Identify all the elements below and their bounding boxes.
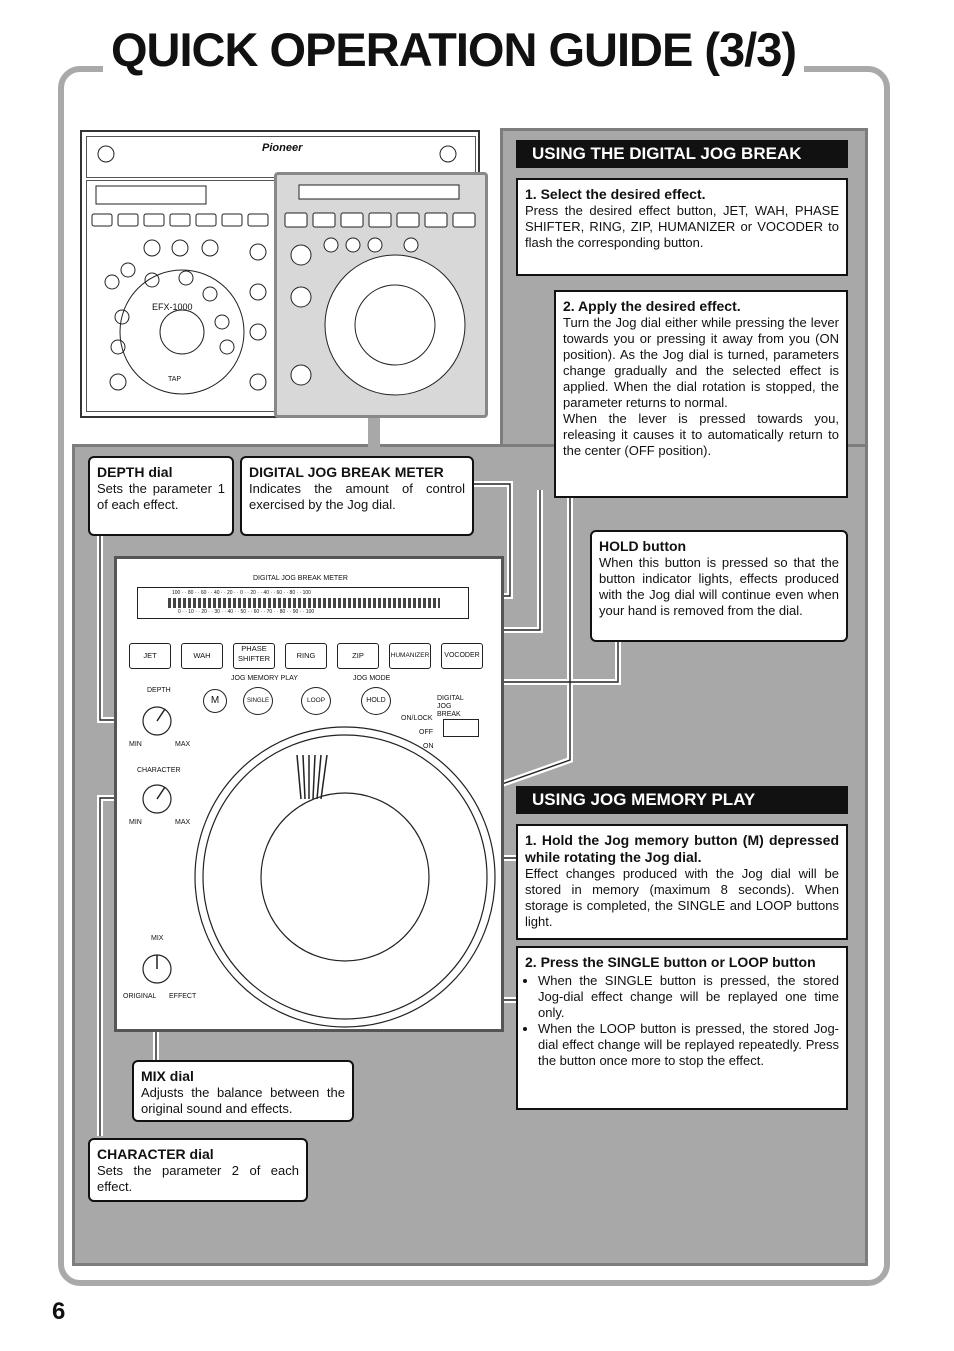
jmp-bullet-single: When the SINGLE button is pressed, the s… — [538, 973, 839, 1021]
djb-step1-text: Press the desired effect button, JET, WA… — [525, 203, 839, 250]
lever-onlock-label: ON/LOCK — [401, 715, 433, 722]
mix-title: MIX dial — [141, 1068, 194, 1084]
character-dial-callout: CHARACTER dial Sets the parameter 2 of e… — [88, 1138, 308, 1202]
jmp-step2-box: 2. Press the SINGLE button or LOOP butto… — [516, 946, 848, 1110]
character-min-label: MIN — [129, 819, 142, 826]
lever-off-label: OFF — [419, 729, 433, 736]
digital-jog-break-label: DIGITAL JOG BREAK — [437, 695, 464, 718]
depth-dial-callout: DEPTH dial Sets the parameter 1 of each … — [88, 456, 234, 536]
djb-step2-box: 2. Apply the desired effect. Turn the Jo… — [554, 290, 848, 498]
hold-text: When this button is pressed so that the … — [599, 555, 839, 618]
jog-memory-play-label: JOG MEMORY PLAY — [231, 675, 298, 682]
depth-dial-text: Sets the parameter 1 of each effect. — [97, 481, 225, 512]
effect-button-jet[interactable]: JET — [129, 643, 171, 669]
djb-step1-title: 1. Select the desired effect. — [525, 186, 706, 202]
mix-label: MIX — [151, 935, 164, 942]
model-name: EFX-1000 — [152, 302, 193, 312]
meter-callout: DIGITAL JOG BREAK METER Indicates the am… — [240, 456, 474, 536]
meter-scale-top: 100 · · 80 · · 60 · · 40 · · 20 · · 0 · … — [172, 590, 311, 596]
jog-memory-header: USING JOG MEMORY PLAY — [516, 786, 848, 814]
digital-jog-break-header: USING THE DIGITAL JOG BREAK — [516, 140, 848, 168]
jmp-bullet-loop: When the LOOP button is pressed, the sto… — [538, 1021, 839, 1069]
device-highlight-graphics — [284, 184, 476, 396]
connector-bar — [368, 410, 380, 450]
effect-button-zip[interactable]: ZIP — [337, 643, 379, 669]
hold-title: HOLD button — [599, 538, 687, 554]
meter-display: 100 · · 80 · · 60 · · 40 · · 20 · · 0 · … — [137, 587, 469, 619]
jmp-step2-title: 2. Press the SINGLE button or LOOP butto… — [525, 954, 816, 970]
djb-step2-text2: When the lever is pressed towards you, r… — [563, 411, 839, 458]
character-text: Sets the parameter 2 of each effect. — [97, 1163, 299, 1194]
page-number: 6 — [52, 1298, 66, 1325]
device-highlight-frame — [274, 172, 488, 418]
jmp-step1-text: Effect changes produced with the Jog dia… — [525, 866, 839, 929]
character-max-label: MAX — [175, 819, 191, 826]
single-button[interactable]: SINGLE — [243, 687, 273, 715]
meter-scale-bottom: 0 · · 10 · · 20 · · 30 · · 40 · · 50 · ·… — [178, 609, 315, 615]
effect-button-wah[interactable]: WAH — [181, 643, 223, 669]
page-title: QUICK OPERATION GUIDE (3/3) — [103, 22, 805, 77]
jog-mode-label: JOG MODE — [353, 675, 391, 682]
hold-button-callout: HOLD button When this button is pressed … — [590, 530, 848, 642]
depth-min-label: MIN — [129, 741, 142, 748]
mix-text: Adjusts the balance between the original… — [141, 1085, 345, 1116]
loop-button[interactable]: LOOP — [301, 687, 331, 715]
djb-step2-text: Turn the Jog dial either while pressing … — [563, 315, 839, 410]
mix-dial-callout: MIX dial Adjusts the balance between the… — [132, 1060, 354, 1122]
depth-max-label: MAX — [175, 741, 191, 748]
mix-effect-label: EFFECT — [169, 993, 197, 1000]
hold-button[interactable]: HOLD — [361, 687, 391, 715]
meter-text: Indicates the amount of control exercise… — [249, 481, 465, 512]
effect-button-humanizer[interactable]: HUMANIZER — [389, 643, 431, 669]
depth-dial-title: DEPTH dial — [97, 464, 173, 480]
device-detail: DIGITAL JOG BREAK METER 100 · · 80 · · 6… — [114, 556, 504, 1032]
meter-title: DIGITAL JOG BREAK METER — [249, 464, 444, 480]
character-label: CHARACTER — [137, 767, 181, 774]
mix-original-label: ORIGINAL — [123, 993, 157, 1000]
jog-memory-button[interactable]: M — [203, 689, 227, 713]
effect-button-vocoder[interactable]: VOCODER — [441, 643, 483, 669]
djb-step1-box: 1. Select the desired effect. Press the … — [516, 178, 848, 276]
jmp-step1-box: 1. Hold the Jog memory button (M) depres… — [516, 824, 848, 940]
brand-logo: Pioneer — [262, 142, 303, 154]
lever-on-label: ON — [423, 743, 434, 750]
effect-button-phase-shifter[interactable]: PHASE SHIFTER — [233, 643, 275, 669]
effect-button-ring[interactable]: RING — [285, 643, 327, 669]
jog-break-lever[interactable] — [443, 719, 479, 737]
meter-segments — [168, 598, 440, 608]
device-detail-graphics — [142, 706, 496, 1028]
tap-label: TAP — [168, 376, 182, 383]
djb-step2-title: 2. Apply the desired effect. — [563, 298, 741, 314]
meter-label: DIGITAL JOG BREAK METER — [253, 575, 348, 582]
character-title: CHARACTER dial — [97, 1146, 214, 1162]
depth-label: DEPTH — [147, 687, 171, 694]
jmp-step1-title: 1. Hold the Jog memory button (M) depres… — [525, 832, 839, 865]
device-overview-graphics — [91, 145, 457, 395]
